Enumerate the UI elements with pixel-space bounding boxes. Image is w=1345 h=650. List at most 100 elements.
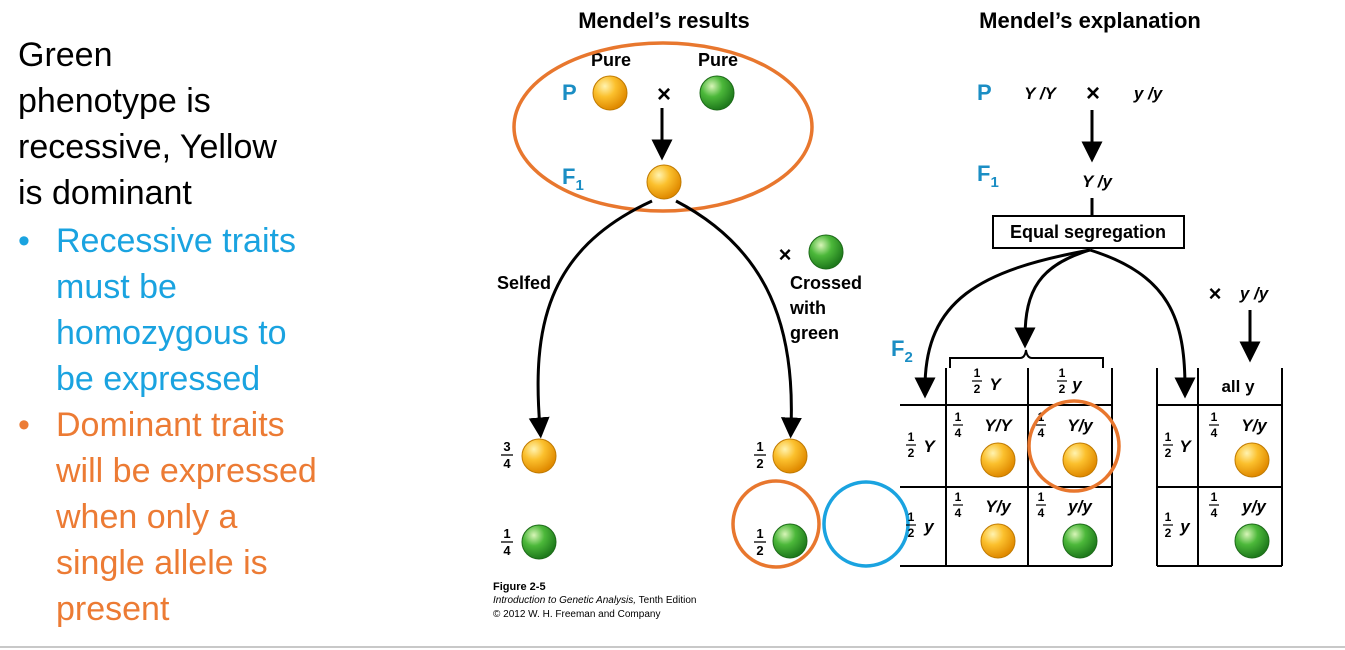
bullet-dot: • [18,222,30,260]
gamete-row-y: 1 2 y [906,510,935,540]
svg-text:4: 4 [955,506,962,520]
all-y-label: all y [1221,377,1255,396]
testcross-row-Y: 1 2 Y [1163,430,1192,460]
svg-text:Y: Y [923,437,936,456]
bottom-divider [0,646,1345,648]
svg-text:1: 1 [1211,410,1218,424]
svg-text:1: 1 [1038,490,1045,504]
fraction-one-quarter: 1 4 [501,526,513,558]
svg-text:Y/y: Y/y [985,497,1012,516]
testcross-cell-Yy: 1 4 Y/y [1209,410,1270,478]
svg-text:3: 3 [503,439,510,454]
explanation-f1-label: F1 [977,161,999,191]
svg-text:4: 4 [955,426,962,440]
svg-text:y: y [1179,517,1191,536]
bullet-line: present [56,590,170,628]
figure-number: Figure 2-5 [493,581,546,593]
f1-genotype: Y /y [1082,172,1113,191]
selfed-label: Selfed [497,273,551,293]
svg-text:Y: Y [989,375,1002,394]
svg-text:4: 4 [503,456,511,471]
gamete-row-Y: 1 2 Y [906,430,936,460]
fraction-one-half: 1 2 [754,439,766,471]
cross-symbol: × [1209,281,1222,306]
equal-segregation-box [992,215,1185,249]
heading-line: phenotype is [18,82,211,120]
punnett-cell-YY: 1 4 Y/Y [953,410,1016,478]
crossed-arrow [675,199,802,439]
bullet-line: must be [56,268,177,306]
results-title: Mendel’s results [578,8,750,33]
gamete-header-y: 1 2 y [1057,366,1083,396]
pea-yellow [1062,442,1098,478]
crossed-label-line: with [789,298,826,318]
bullet-dominant: • Dominant traits will be expressed when… [18,402,418,632]
gamete-header-Y: 1 2 Y [972,366,1002,396]
orange-circle-green-progeny [731,479,821,569]
bullet-list: • Recessive traits must be homozygous to… [18,218,418,632]
explanation-title: Mendel’s explanation [979,8,1201,33]
crossed-label-line: green [790,323,839,343]
blue-circle-empty [822,480,910,568]
svg-text:1: 1 [974,366,981,380]
selfed-arrow [528,199,653,439]
heading-line: Green [18,36,113,74]
pea-green-testcross [808,234,844,270]
testcross-row-y: 1 2 y [1163,510,1191,540]
svg-text:2: 2 [1165,526,1172,540]
pea-yellow-parent [592,75,628,111]
svg-text:1: 1 [503,526,510,541]
bullet-line: Dominant traits [56,406,285,444]
svg-text:2: 2 [756,543,763,558]
pea-green-parent [699,75,735,111]
slide-text: Green phenotype is recessive, Yellow is … [18,32,418,632]
svg-text:Y/y: Y/y [1241,416,1268,435]
testcross-genotype: y /y [1239,284,1270,303]
svg-text:y/y: y/y [1241,497,1267,516]
pure-right-label: Pure [698,50,738,70]
svg-text:1: 1 [955,490,962,504]
svg-text:1: 1 [955,410,962,424]
svg-text:1: 1 [1211,490,1218,504]
parent-genotype-dominant: Y /Y [1024,84,1057,103]
segregation-arrow-middle [1014,248,1091,349]
cross-symbol: × [657,81,671,108]
fraction-one-half: 1 2 [754,526,766,558]
fraction-three-quarters: 3 4 [501,439,513,471]
svg-text:Y/Y: Y/Y [984,416,1013,435]
pea-green-selfed [521,524,557,560]
svg-text:4: 4 [1211,506,1218,520]
svg-text:4: 4 [1038,506,1045,520]
pea-yellow-f1 [646,164,682,200]
orange-circle-parents [512,41,814,213]
explanation-f2-label: F2 [891,336,913,366]
svg-text:y: y [1071,375,1083,394]
cross-symbol: × [1086,80,1100,107]
svg-text:y: y [923,517,935,536]
caption-copyright: © 2012 W. H. Freeman and Company [493,609,660,620]
bullet-line: single allele is [56,544,268,582]
testcross-grid [1156,368,1283,567]
svg-text:2: 2 [908,526,915,540]
svg-text:2: 2 [974,382,981,396]
bullet-line: when only a [56,498,238,536]
pea-yellow-selfed [521,438,557,474]
svg-text:1: 1 [1165,510,1172,524]
svg-text:4: 4 [1211,426,1218,440]
bullet-line: will be expressed [56,452,317,490]
svg-text:Y: Y [1179,437,1192,456]
orange-circle-heterozygote [1027,399,1121,493]
pea-green-crossed [772,523,808,559]
pure-left-label: Pure [591,50,631,70]
pea-yellow [1234,442,1270,478]
pea-green [1234,523,1270,559]
bullet-line: homozygous to [56,314,287,352]
svg-text:1: 1 [1165,430,1172,444]
svg-text:1: 1 [756,439,763,454]
pea-yellow [980,523,1016,559]
gamete-bracket [949,349,1104,368]
svg-text:4: 4 [1038,426,1045,440]
svg-text:4: 4 [503,543,511,558]
svg-text:1: 1 [1059,366,1066,380]
